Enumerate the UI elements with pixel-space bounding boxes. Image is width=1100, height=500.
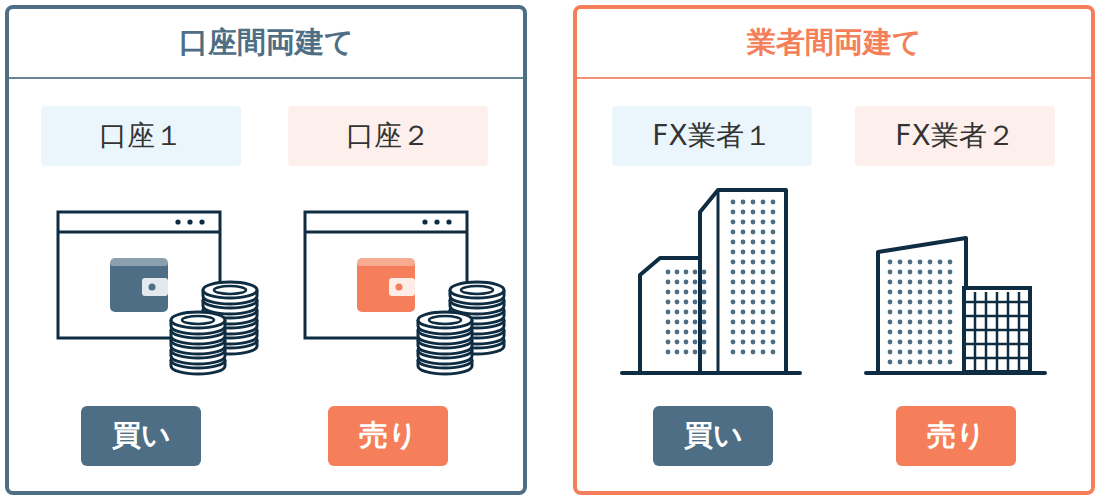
badge-text: 買い [684,416,743,456]
label-text: 口座１ [99,117,183,155]
action-badge: 売り [328,406,448,466]
title-divider [577,77,1091,79]
label-box: FX業者２ [855,106,1055,166]
panel-title: 業者間両建て [577,9,1091,77]
wallet-illustrations [58,212,504,374]
panel-title: 口座間両建て [9,9,523,77]
action-badge: 買い [653,406,773,466]
group-panel: 業者間両建て FX業者１ FX業者２ 買い 売り [573,5,1095,495]
badge-text: 買い [112,416,171,456]
label-box: FX業者１ [612,106,812,166]
title-divider [9,77,523,79]
building-illustrations [622,190,1045,373]
label-box: 口座２ [288,106,488,166]
label-text: FX業者１ [652,117,771,155]
action-badge: 売り [896,406,1016,466]
badge-text: 売り [927,416,986,456]
badge-text: 売り [359,416,418,456]
label-text: FX業者２ [895,117,1014,155]
label-box: 口座１ [41,106,241,166]
group-panel: 口座間両建て口座１ 口座２ 買い 売り [5,5,527,495]
action-badge: 買い [81,406,201,466]
label-text: 口座２ [346,117,430,155]
